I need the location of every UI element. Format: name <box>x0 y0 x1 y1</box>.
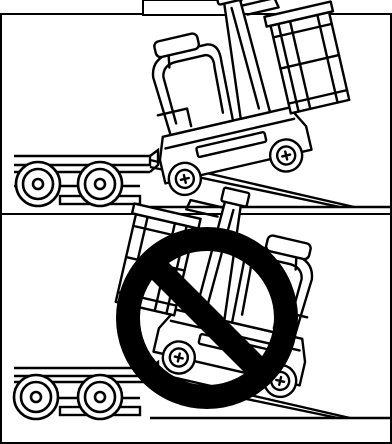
lift-ascending-ramp-forward-icon <box>126 0 366 199</box>
trailer-wheel-icon <box>78 375 122 419</box>
trailer-wheel-icon <box>14 375 58 419</box>
panel-correct <box>14 0 391 207</box>
trailer-wheel-icon <box>78 162 122 206</box>
trailer-wheel-icon <box>16 162 60 206</box>
